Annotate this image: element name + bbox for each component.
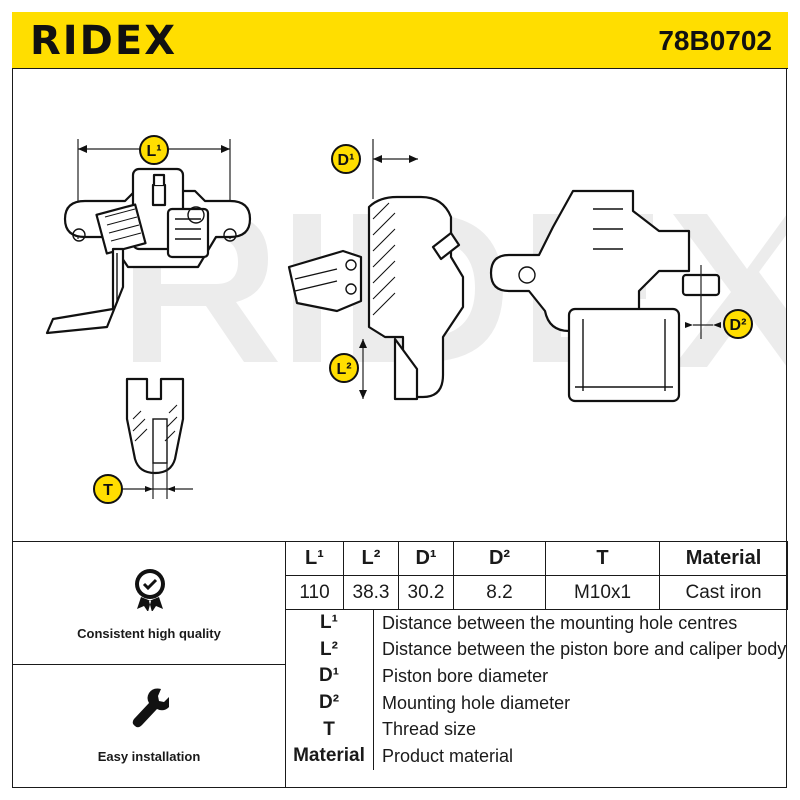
specs-header-cell: T: [545, 541, 660, 576]
specs-header-cell: D²: [453, 541, 546, 576]
legend-symbol: L²: [285, 636, 374, 664]
specs-header-cell: L²: [343, 541, 399, 576]
specs-table: L¹ L² D¹ D² T Material 110 38.3 30.2 8.2…: [285, 541, 788, 610]
specs-header-cell: L¹: [285, 541, 344, 576]
brand-logo: RIDEX: [30, 18, 178, 64]
wrench-icon: [132, 688, 169, 728]
dim-t-badge: T: [93, 474, 123, 504]
legend-symbol: D²: [285, 689, 374, 717]
technical-drawing: L¹ T D¹ L²: [45, 135, 786, 504]
legend-description: Distance between the piston bore and cal…: [382, 639, 787, 660]
svg-text:L²: L²: [336, 361, 351, 378]
part-number: 78B0702: [658, 25, 772, 56]
legend-description: Piston bore diameter: [382, 665, 549, 686]
specs-value-cell: 38.3: [343, 575, 399, 610]
caliper-rear-view: [489, 189, 721, 403]
feature-quality: Consistent high quality: [13, 541, 285, 664]
specs-value-cell: 30.2: [398, 575, 454, 610]
legend-description: Mounting hole diameter: [382, 692, 571, 713]
legend-row: L² Distance between the piston bore and …: [285, 636, 787, 664]
thread-detail-view: [121, 377, 193, 499]
caliper-front-view: [45, 139, 252, 335]
feature-installation: Easy installation: [13, 665, 285, 788]
dim-l1-badge: L¹: [139, 135, 169, 165]
legend-row: Material Product material: [285, 742, 787, 770]
specs-value-cell: 110: [285, 575, 344, 610]
specs-header-cell: D¹: [398, 541, 454, 576]
feature-installation-label: Easy installation: [97, 749, 201, 764]
legend-symbol: T: [285, 716, 374, 743]
legend-table: L¹ Distance between the mounting hole ce…: [285, 610, 787, 770]
legend-row: L¹ Distance between the mounting hole ce…: [285, 610, 787, 637]
specs-header-cell: Material: [659, 541, 788, 576]
legend-description: Product material: [382, 745, 514, 766]
dim-l2-badge: L²: [329, 353, 359, 383]
legend-description: Thread size: [382, 719, 477, 740]
badge-check-icon: [135, 569, 165, 611]
legend-row: D² Mounting hole diameter: [285, 689, 787, 717]
feature-divider: [12, 664, 286, 665]
specs-header-row: L¹ L² D¹ D² T Material: [285, 541, 788, 576]
caliper-section-view: [287, 139, 465, 401]
specs-value-cell: M10x1: [545, 575, 660, 610]
legend-description: Distance between the mounting hole centr…: [382, 612, 738, 633]
dim-d2-badge: D²: [723, 309, 753, 339]
svg-text:D¹: D¹: [338, 152, 355, 169]
legend-symbol: D¹: [285, 663, 374, 690]
feature-quality-label: Consistent high quality: [77, 626, 221, 641]
svg-text:L¹: L¹: [146, 143, 161, 160]
legend-symbol: L¹: [285, 610, 374, 637]
svg-text:T: T: [103, 482, 113, 499]
header-bar: RIDEX 78B0702: [12, 12, 788, 69]
legend-symbol: Material: [285, 742, 374, 770]
content-frame: [12, 68, 787, 788]
legend-row: T Thread size: [285, 716, 787, 743]
svg-text:D²: D²: [730, 317, 747, 334]
specs-value-row: 110 38.3 30.2 8.2 M10x1 Cast iron: [285, 575, 788, 610]
specs-value-cell: Cast iron: [659, 575, 788, 610]
legend-row: D¹ Piston bore diameter: [285, 663, 787, 690]
dim-d1-badge: D¹: [331, 144, 361, 174]
specs-value-cell: 8.2: [453, 575, 546, 610]
